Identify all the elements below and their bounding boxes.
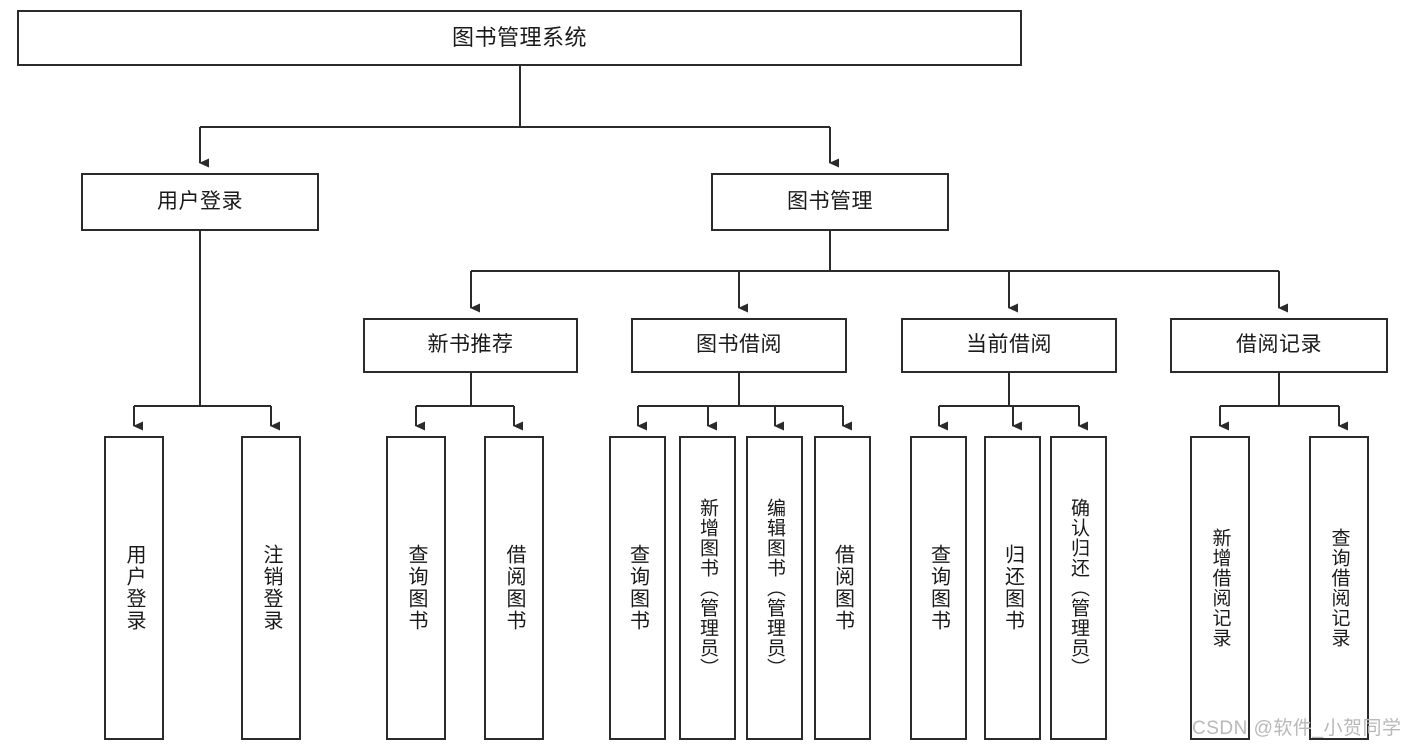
node-leaf-nb-borrow[interactable]: 借阅图书: [484, 436, 544, 740]
node-label: 查询图书: [405, 544, 427, 632]
node-label: 归还图书: [1001, 544, 1024, 632]
watermark-label: CSDN @软件_小贺同学: [1192, 718, 1402, 739]
node-leaf-bo-add[interactable]: 新增图书（管理员）: [679, 436, 736, 740]
node-leaf-bo-lend[interactable]: 借阅图书: [814, 436, 871, 740]
node-label: 确认归还（管理员）: [1068, 498, 1089, 678]
node-label: 查询借阅记录: [1328, 528, 1350, 648]
node-records[interactable]: 借阅记录: [1170, 318, 1388, 373]
node-leaf-bo-query[interactable]: 查询图书: [609, 436, 666, 740]
node-borrow[interactable]: 图书借阅: [631, 318, 847, 373]
node-label: 用户登录: [157, 189, 243, 213]
node-leaf-nb-query[interactable]: 查询图书: [386, 436, 446, 740]
node-bookmgmt[interactable]: 图书管理: [711, 173, 949, 231]
node-leaf-user-login[interactable]: 用户登录: [104, 436, 164, 740]
node-label: 图书借阅: [696, 333, 782, 357]
node-label: 注销登录: [260, 544, 282, 632]
node-label: 用户登录: [123, 544, 145, 632]
node-label: 图书管理: [787, 189, 873, 213]
node-label: 借阅图书: [831, 544, 854, 632]
node-label: 查询图书: [927, 544, 950, 632]
node-leaf-rc-add[interactable]: 新增借阅记录: [1190, 436, 1250, 740]
node-label: 新增借阅记录: [1209, 528, 1231, 648]
node-label: 查询图书: [626, 544, 649, 632]
node-label: 图书管理系统: [451, 25, 587, 51]
node-login[interactable]: 用户登录: [81, 173, 319, 231]
node-leaf-cu-confirm[interactable]: 确认归还（管理员）: [1050, 436, 1107, 740]
node-leaf-user-logout[interactable]: 注销登录: [241, 436, 301, 740]
node-newbook[interactable]: 新书推荐: [363, 318, 578, 373]
node-current[interactable]: 当前借阅: [901, 318, 1117, 373]
node-label: 新书推荐: [427, 333, 514, 357]
node-label: 借阅记录: [1236, 333, 1322, 357]
node-leaf-bo-edit[interactable]: 编辑图书（管理员）: [746, 436, 803, 740]
node-leaf-rc-query[interactable]: 查询借阅记录: [1309, 436, 1369, 740]
node-label: 新增图书（管理员）: [697, 498, 718, 678]
node-label: 借阅图书: [503, 544, 525, 632]
node-label: 编辑图书（管理员）: [764, 498, 785, 678]
node-leaf-cu-return[interactable]: 归还图书: [984, 436, 1041, 740]
node-root[interactable]: 图书管理系统: [17, 10, 1022, 66]
node-label: 当前借阅: [966, 333, 1052, 357]
node-leaf-cu-query[interactable]: 查询图书: [910, 436, 967, 740]
